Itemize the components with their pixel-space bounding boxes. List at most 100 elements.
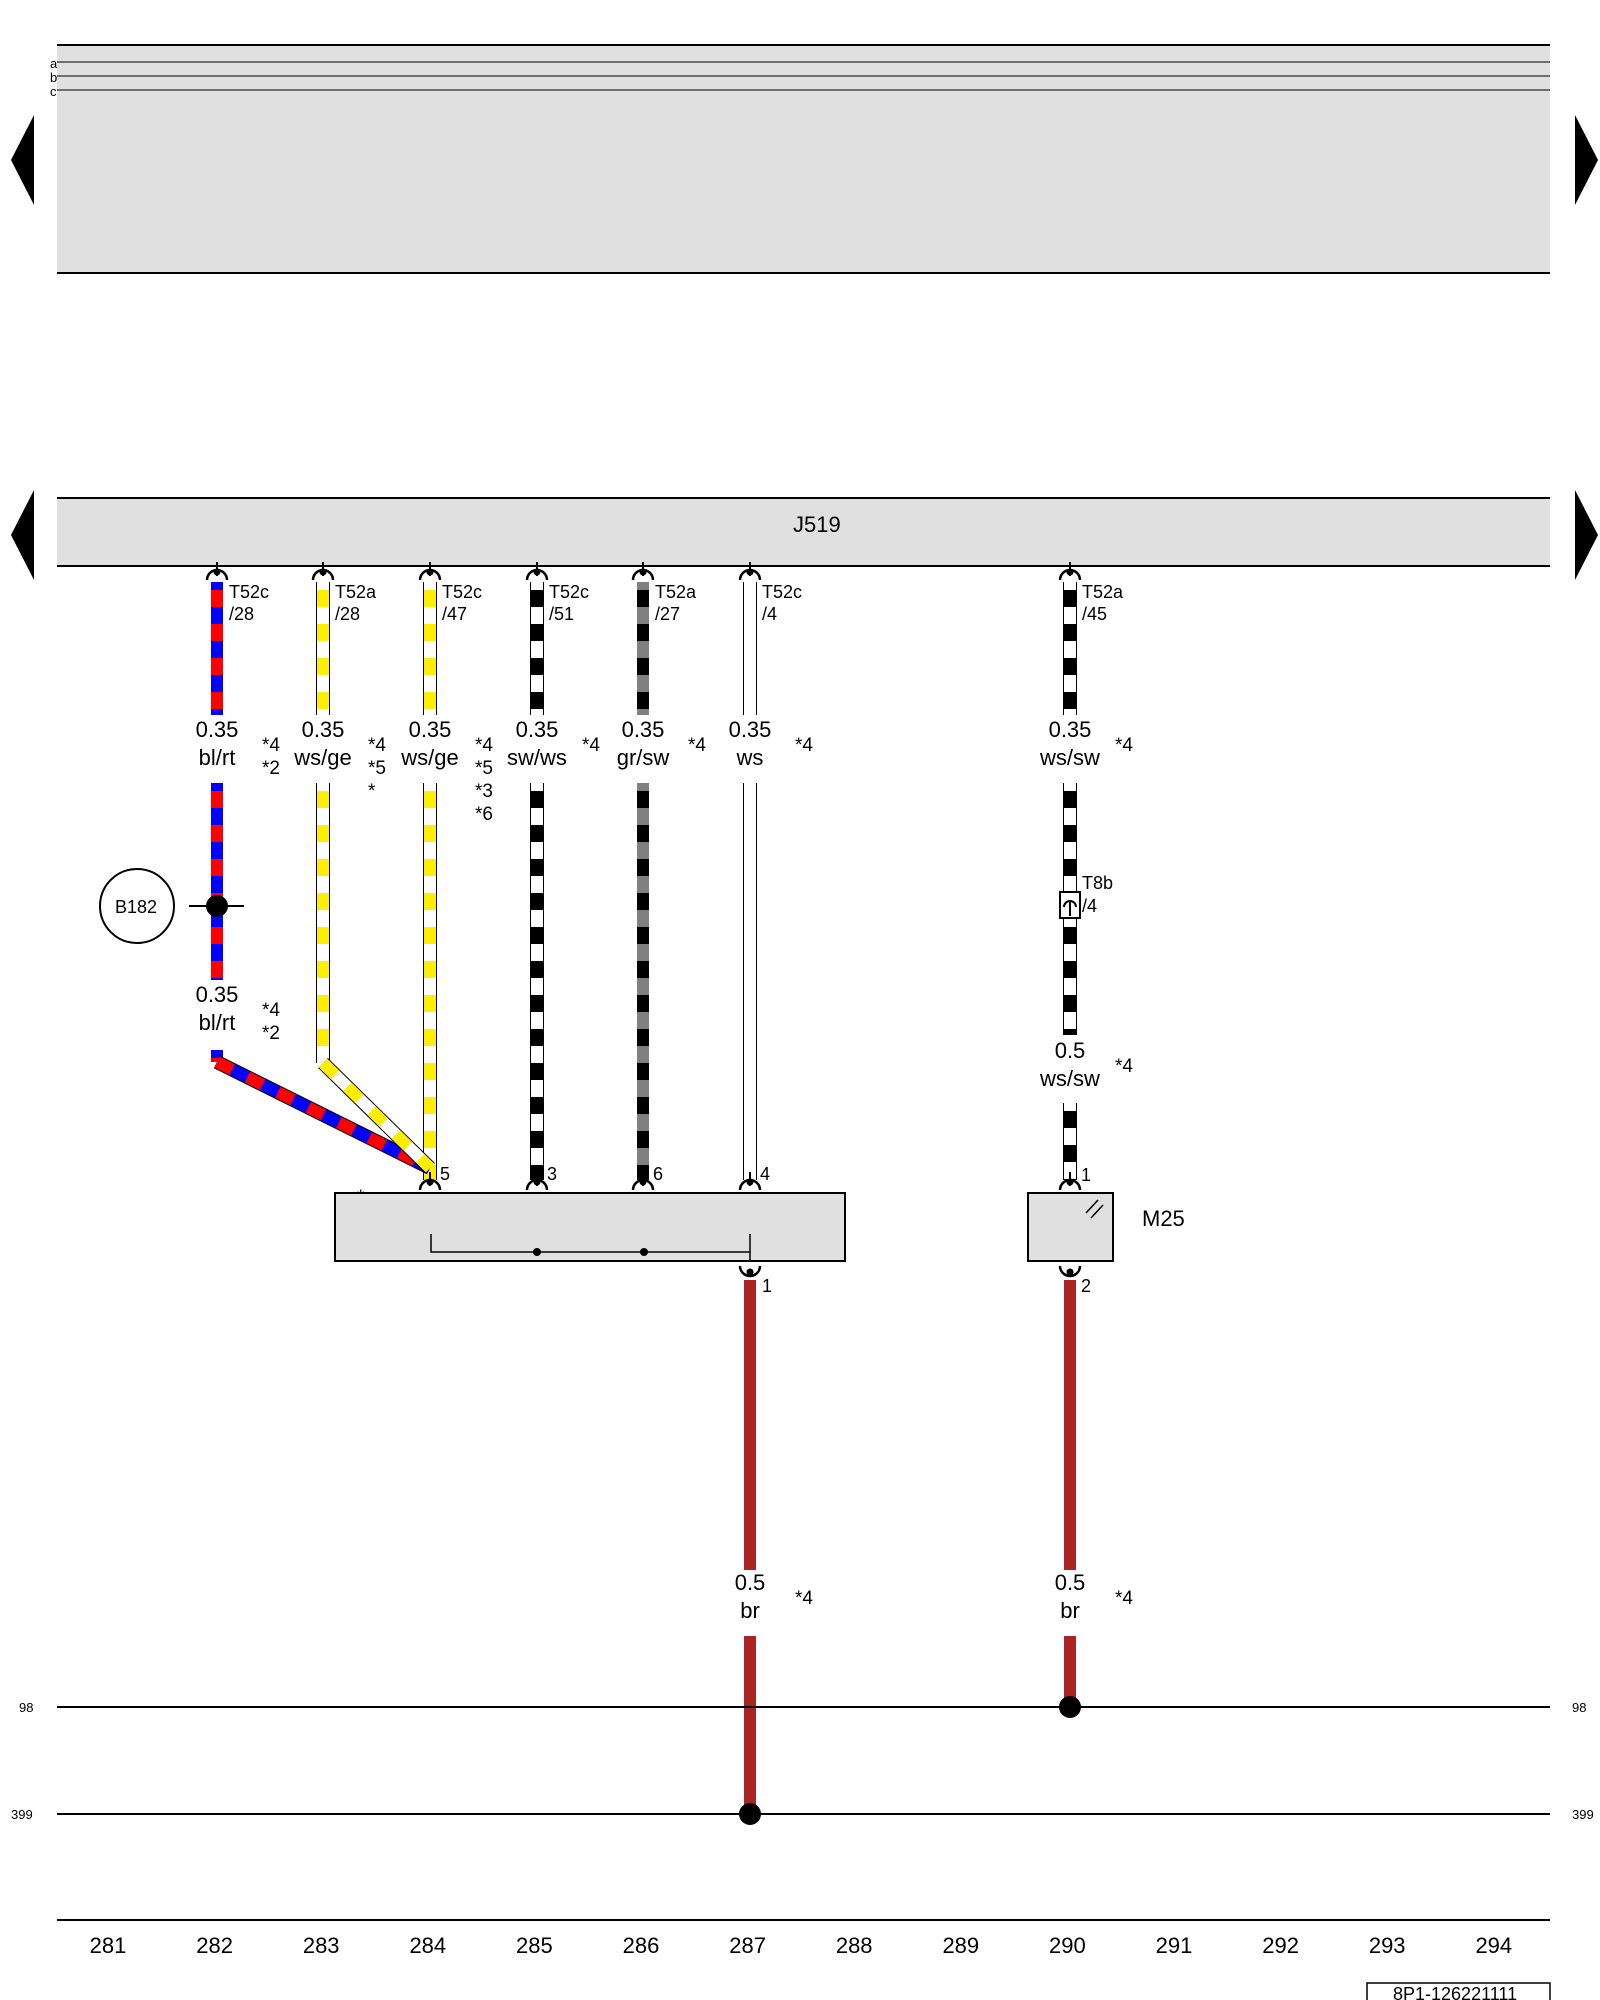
wire-1-gauge: 0.35 bbox=[196, 717, 239, 742]
ground-line-399-left: 399 bbox=[11, 1807, 33, 1822]
row-label-a: a bbox=[50, 56, 58, 71]
wire-4-connector-icon bbox=[525, 562, 549, 581]
grid-number-292: 292 bbox=[1262, 1933, 1299, 1958]
wire-3-note-3: *3 bbox=[475, 781, 493, 802]
wire-5-lower bbox=[637, 783, 649, 1180]
footer: 8P1-126221111 bbox=[1366, 1982, 1551, 2000]
row-label-c: c bbox=[50, 84, 57, 99]
grid-number-294: 294 bbox=[1475, 1933, 1512, 1958]
wire-2-gauge: 0.35 bbox=[302, 717, 345, 742]
wire-2-note-1: *4 bbox=[368, 735, 386, 756]
wire-6-pin-label: /4 bbox=[762, 604, 777, 624]
row-label-b: b bbox=[50, 70, 57, 85]
next-section-arrow-icon[interactable] bbox=[1575, 490, 1598, 580]
lamp-ground-pin-label: 1 bbox=[762, 1276, 772, 1296]
splice-b182: B182 bbox=[99, 868, 244, 944]
wire-4-upper bbox=[530, 582, 544, 715]
grid-number-290: 290 bbox=[1049, 1933, 1086, 1958]
b182-note-2: *2 bbox=[262, 1023, 280, 1044]
b182-label: B182 bbox=[115, 897, 157, 917]
b182-note-1: *4 bbox=[262, 1000, 280, 1021]
lamp-pin-6-connector-icon bbox=[631, 1172, 655, 1191]
wire-6-note-1: *4 bbox=[795, 735, 813, 756]
next-page-arrow-icon[interactable] bbox=[1575, 115, 1598, 205]
connector-t8b: T8b /4 bbox=[1059, 873, 1113, 919]
wire-3-connector-icon bbox=[418, 562, 442, 581]
control-unit-j519: J519 bbox=[57, 497, 1550, 567]
wire-3-pin-label: /47 bbox=[442, 604, 467, 624]
ground-wire-2-upper bbox=[1064, 1280, 1076, 1570]
wire-1-note-2: *2 bbox=[262, 758, 280, 779]
wire-3-connector-label: T52c bbox=[442, 582, 482, 602]
lamp-pin-4-label: 4 bbox=[760, 1164, 770, 1184]
m25-pin-top: 1 bbox=[1081, 1165, 1091, 1185]
wire-7-pin-label: /45 bbox=[1082, 604, 1107, 624]
grid-number-283: 283 bbox=[303, 1933, 340, 1958]
m25-unit: M25 1 2 bbox=[1027, 1165, 1185, 1296]
wire-5-pin-label: /27 bbox=[655, 604, 680, 624]
lamp-pin-5-label: 5 bbox=[440, 1164, 450, 1184]
grid-number-293: 293 bbox=[1369, 1933, 1406, 1958]
wire-2-lower bbox=[316, 783, 330, 1063]
footer-code: 8P1-126221111 bbox=[1393, 1984, 1517, 2000]
ground-line-98-left: 98 bbox=[19, 1700, 33, 1715]
wire-3-note-1: *4 bbox=[475, 735, 493, 756]
wire-1-pin-label: /28 bbox=[229, 604, 254, 624]
wire-3-color: ws/ge bbox=[400, 745, 458, 770]
ground-wire-1-note: *4 bbox=[795, 1588, 813, 1609]
wire-4-lower bbox=[530, 783, 544, 1180]
wire-1-connector-label: T52c bbox=[229, 582, 269, 602]
ground-wire-2-lower bbox=[1064, 1636, 1076, 1707]
wire-2-connector-icon bbox=[311, 562, 335, 581]
wire-6-gauge: 0.35 bbox=[729, 717, 772, 742]
wire-6-color: ws bbox=[736, 745, 764, 770]
wire-3-gauge: 0.35 bbox=[409, 717, 452, 742]
ground-wire-2-color: br bbox=[1060, 1598, 1080, 1623]
lamp-pin-5-connector-icon bbox=[418, 1172, 442, 1191]
wire-4-color: sw/ws bbox=[507, 745, 567, 770]
wire-5-gauge: 0.35 bbox=[622, 717, 665, 742]
wires-layer: T52c/280.35bl/rt*4*2T52a/280.35ws/ge*4*5… bbox=[196, 562, 1133, 1825]
ground-wire-1-lower bbox=[744, 1636, 756, 1814]
lamp-ground-connector-icon bbox=[738, 1265, 762, 1278]
wire-6-connector-label: T52c bbox=[762, 582, 802, 602]
grid-number-285: 285 bbox=[516, 1933, 553, 1958]
grid-number-289: 289 bbox=[942, 1933, 979, 1958]
wire-1-lower bbox=[211, 783, 223, 980]
wire-1-note-1: *4 bbox=[262, 735, 280, 756]
t8b-note: *4 bbox=[1115, 1056, 1133, 1077]
wire-2-pin-label: /28 bbox=[335, 604, 360, 624]
wire-5-note-1: *4 bbox=[688, 735, 706, 756]
ground-wire-2-note: *4 bbox=[1115, 1588, 1133, 1609]
wire-4-connector-label: T52c bbox=[549, 582, 589, 602]
wire-7-color: ws/sw bbox=[1039, 745, 1100, 770]
wire-7-gauge: 0.35 bbox=[1049, 717, 1092, 742]
m25-pin-bottom: 2 bbox=[1081, 1276, 1091, 1296]
wire-1-connector-icon bbox=[205, 562, 229, 581]
b182-color: bl/rt bbox=[199, 1010, 236, 1035]
wire-4-pin-label: /51 bbox=[549, 604, 574, 624]
grid-number-282: 282 bbox=[196, 1933, 233, 1958]
m25-feed-wire bbox=[1063, 1103, 1077, 1180]
wire-6-upper bbox=[743, 582, 757, 715]
ground-line-98-right: 98 bbox=[1572, 1700, 1586, 1715]
lamp-pin-3-label: 3 bbox=[547, 1164, 557, 1184]
wire-3-note-4: *6 bbox=[475, 804, 493, 825]
control-unit-label: J519 bbox=[793, 512, 841, 537]
prev-page-arrow-icon[interactable] bbox=[11, 115, 34, 205]
wire-5-connector-icon bbox=[631, 562, 655, 581]
header-band: a b c bbox=[50, 44, 1550, 274]
wire-2-connector-label: T52a bbox=[335, 582, 377, 602]
prev-section-arrow-icon[interactable] bbox=[11, 490, 34, 580]
wire-5-connector-label: T52a bbox=[655, 582, 697, 602]
ground-line-399-right: 399 bbox=[1572, 1807, 1594, 1822]
lamp-pin-3-connector-icon bbox=[525, 1172, 549, 1191]
lamp-unit bbox=[334, 1192, 846, 1262]
b182-diagonal-wire bbox=[213, 1055, 434, 1175]
t8b-pin-label: /4 bbox=[1082, 896, 1097, 916]
grid-number-281: 281 bbox=[90, 1933, 127, 1958]
wire-7-note-1: *4 bbox=[1115, 735, 1133, 756]
wire-3-lower bbox=[423, 783, 437, 1180]
